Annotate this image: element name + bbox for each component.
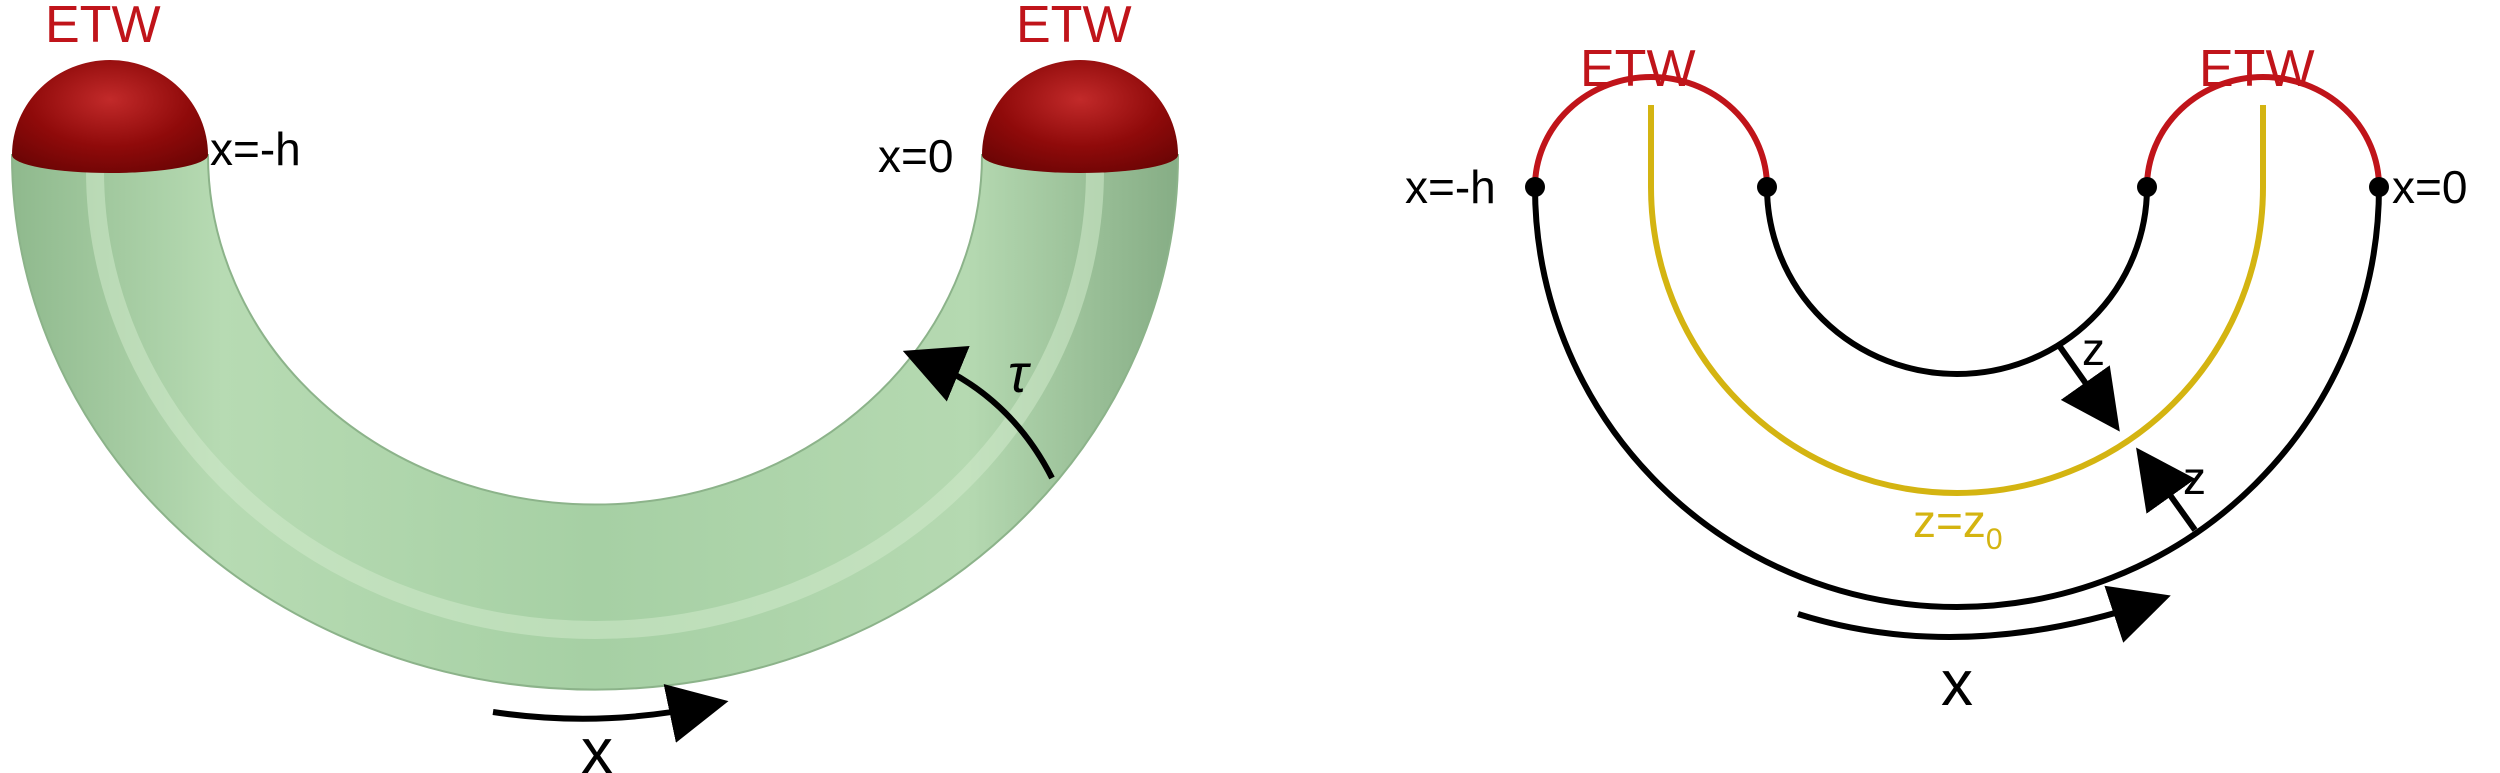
x-zero-label-left: x=0	[878, 130, 953, 182]
z-eq-subscript: 0	[1986, 523, 2003, 556]
z-label-inner: z	[2082, 323, 2105, 375]
etw-label-right: ETW	[1016, 0, 1132, 54]
etw-label-left: ETW	[45, 0, 161, 54]
tau-arrow	[902, 345, 1055, 480]
x-arrow-left	[492, 684, 729, 743]
x-minus-h-label-left: x=-h	[210, 123, 301, 175]
z-arrow-outer	[2136, 447, 2198, 532]
z-eq-prefix: z=z	[1913, 495, 1986, 547]
tau-label: τ	[1008, 344, 1031, 404]
x-zero-label-right: x=0	[2392, 161, 2467, 213]
tube-body	[10, 154, 1180, 691]
z-label-outer: z	[2183, 452, 2206, 504]
endpoint-dot	[2369, 177, 2389, 197]
inner-boundary-arc	[1764, 186, 2150, 377]
x-label-right: x	[1941, 647, 1973, 719]
z-equals-z0-label: z=z0	[1913, 495, 2003, 556]
endpoint-dot	[1525, 177, 1545, 197]
x-minus-h-label-right: x=-h	[1405, 161, 1496, 213]
x-arrow-right	[1797, 585, 2171, 643]
left-panel: ETW ETW x=-h x=0 τ x	[10, 0, 1180, 773]
etw-arc-right	[2144, 74, 2382, 188]
etw-label-left-schematic: ETW	[1580, 40, 1696, 98]
etw-cap-left	[12, 60, 208, 173]
z-arrow-inner	[2055, 342, 2120, 432]
x-label-left: x	[581, 715, 613, 773]
tube-highlight	[86, 169, 1104, 639]
etw-cap-right	[982, 60, 1178, 173]
etw-label-right-schematic: ETW	[2199, 40, 2315, 98]
endpoint-dot	[2137, 177, 2157, 197]
endpoint-dot	[1757, 177, 1777, 197]
etw-arc-left	[1532, 74, 1770, 188]
outer-boundary-arc	[1532, 186, 2382, 610]
right-panel: ETW ETW x=-h x=0 z z z=z0 x	[1405, 40, 2467, 719]
z0-arc	[1648, 105, 2266, 496]
